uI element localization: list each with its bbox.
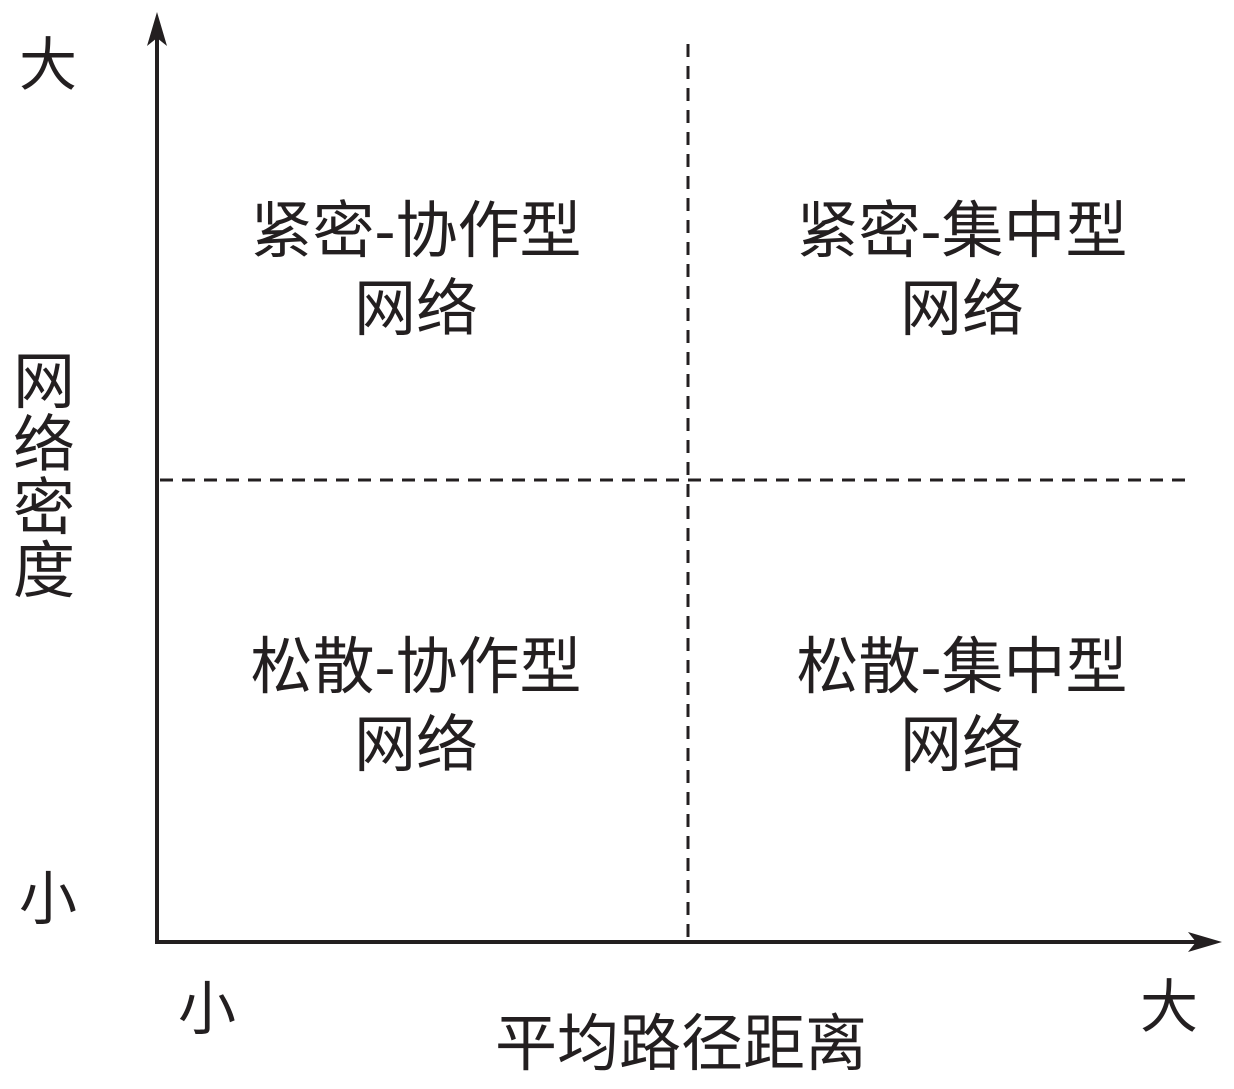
quadrant-subtitle: 网络 <box>899 272 1024 345</box>
y-axis-title-char: 密 <box>12 471 75 544</box>
quadrant-subtitle: 网络 <box>353 272 478 345</box>
y-axis-low-label: 小 <box>19 865 78 933</box>
x-axis-arrow <box>1188 932 1222 952</box>
quadrant-subtitle: 网络 <box>899 708 1024 781</box>
y-axis-title-char: 网 <box>12 345 75 418</box>
quadrant-top-left: 紧密-协作型 网络 <box>206 192 626 348</box>
quadrant-subtitle: 网络 <box>353 708 478 781</box>
quadrant-title: 紧密-协作型 <box>250 194 582 267</box>
quadrant-title: 松散-协作型 <box>250 630 582 703</box>
y-axis-arrow <box>147 12 167 46</box>
y-axis-high-label: 大 <box>19 31 78 99</box>
x-axis-low-label: 小 <box>178 975 237 1043</box>
quadrant-title: 紧密-集中型 <box>796 194 1128 267</box>
x-axis-high-label: 大 <box>1140 973 1199 1041</box>
y-axis-title: 网 络 密 度 <box>12 350 76 602</box>
y-axis-title-char: 络 <box>12 408 75 481</box>
quadrant-bottom-left: 松散-协作型 网络 <box>206 628 626 784</box>
x-axis-title: 平均路径距离 <box>495 1007 868 1080</box>
quadrant-title: 松散-集中型 <box>796 630 1128 703</box>
y-axis-title-char: 度 <box>12 534 75 607</box>
quadrant-bottom-right: 松散-集中型 网络 <box>752 628 1172 784</box>
quadrant-top-right: 紧密-集中型 网络 <box>752 192 1172 348</box>
